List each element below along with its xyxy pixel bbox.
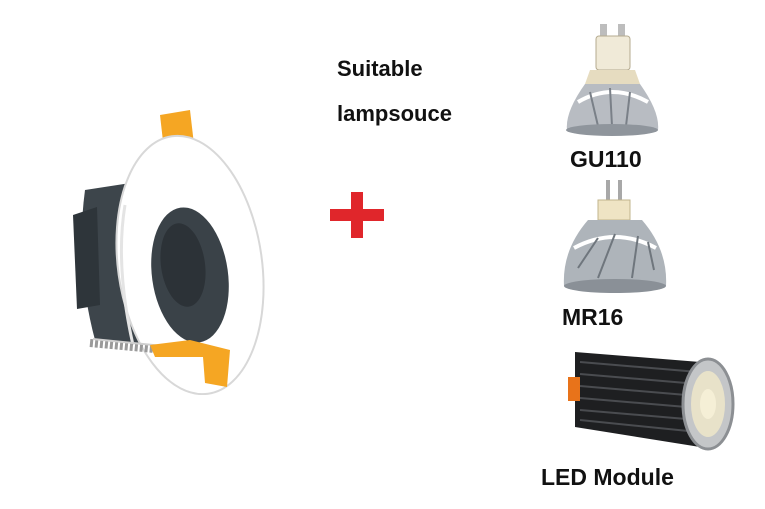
mr16-label: MR16	[562, 304, 624, 330]
mr16-bulb-icon	[563, 180, 667, 293]
plus-icon	[330, 192, 384, 238]
downlight-fixture-image	[73, 110, 265, 395]
bottom-spring-clip	[150, 340, 230, 387]
gu10-bulb-icon	[566, 24, 659, 136]
heading-line-suitable: Suitable	[337, 56, 423, 81]
heading-line-lampsource: lampsouce	[337, 101, 452, 126]
gu110-label: GU110	[570, 146, 642, 172]
led-module-icon	[568, 352, 735, 451]
led-module-label: LED Module	[541, 464, 674, 490]
